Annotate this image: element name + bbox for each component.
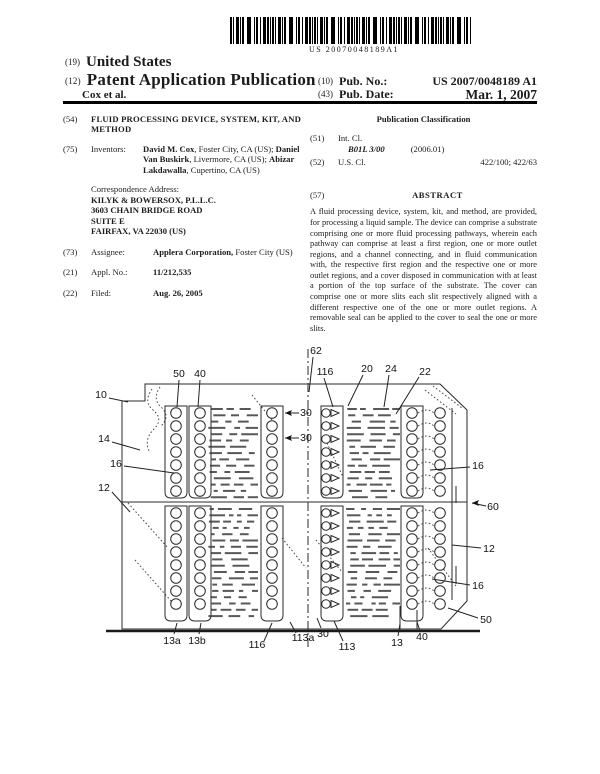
invention-title: FLUID PROCESSING DEVICE, SYSTEM, KIT, AN…: [91, 114, 302, 135]
channel-texture: [208, 408, 400, 618]
int-cl-class-row: B01L 3/00 (2006.01): [310, 144, 537, 154]
inventors-value: David M. Cox, Foster City, CA (US); Dani…: [143, 143, 300, 175]
svg-text:116: 116: [317, 366, 334, 378]
svg-text:50: 50: [173, 368, 185, 380]
int-cl-version: (2006.01): [410, 143, 445, 154]
svg-text:12: 12: [483, 543, 495, 555]
svg-text:13a: 13a: [163, 635, 181, 647]
filed-value: Aug. 26, 2005: [153, 287, 203, 298]
int-cl-field-code: (51): [310, 133, 325, 144]
svg-text:116: 116: [249, 639, 266, 651]
channel-squiggle: [146, 388, 160, 454]
card-outline: [121, 383, 468, 630]
country-name: United States: [86, 54, 172, 70]
document-kind-line: (12) Patent Application Publication: [65, 70, 316, 90]
svg-text:24: 24: [385, 363, 397, 375]
int-cl-class: B01L 3/00: [348, 143, 385, 154]
svg-text:13: 13: [391, 637, 403, 649]
svg-text:20: 20: [361, 363, 373, 375]
well-column-outlines: [164, 405, 424, 622]
svg-text:30: 30: [300, 432, 312, 444]
svg-text:40: 40: [194, 368, 206, 380]
svg-text:14: 14: [98, 433, 110, 445]
correspondence-label: Correspondence Address:: [91, 184, 180, 195]
country-line: (19) United States: [65, 54, 171, 71]
svg-text:113: 113: [339, 641, 356, 653]
svg-text:10: 10: [95, 389, 107, 401]
svg-text:60: 60: [487, 501, 499, 513]
assignee-row: (73) Assignee: Applera Corporation, Fost…: [63, 247, 303, 257]
pub-date-value: Mar. 1, 2007: [465, 87, 538, 102]
abstract-header-row: (57) ABSTRACT: [310, 190, 537, 200]
svg-text:12: 12: [98, 482, 110, 494]
int-cl-row: (51) Int. Cl.: [310, 133, 537, 143]
svg-text:50: 50: [480, 614, 492, 626]
pub-date-line: (43)Pub. Date: Mar. 1, 2007: [318, 87, 537, 103]
assignee-value: Applera Corporation, Foster City (US): [153, 246, 293, 257]
svg-text:16: 16: [472, 580, 484, 592]
pub-no-line: (10)Pub. No.: US 2007/0048189 A1: [318, 74, 537, 89]
publication-classification-header: Publication Classification: [376, 114, 471, 124]
pub-date-label: (43)Pub. Date:: [318, 87, 394, 101]
us-cl-label: U.S. Cl.: [338, 157, 366, 168]
svg-text:30: 30: [300, 407, 312, 419]
filed-label: Filed:: [91, 287, 112, 298]
appl-no-value: 11/212,535: [153, 267, 192, 278]
svg-text:40: 40: [416, 631, 428, 643]
correspondence-block: Correspondence Address: KILYK & BOWERSOX…: [91, 184, 303, 236]
inventors-row: (75) Inventors: David M. Cox, Foster Cit…: [63, 144, 303, 175]
inventors-label: Inventors:: [91, 143, 126, 154]
svg-text:13b: 13b: [188, 635, 206, 647]
kind-code: (12): [65, 76, 81, 86]
header-rule: [63, 101, 537, 104]
biblio-right-column: Publication Classification (51) Int. Cl.…: [310, 114, 537, 334]
inventors-field-code: (75): [63, 143, 78, 154]
pub-no-label: (10)Pub. No.:: [318, 74, 388, 88]
abstract-field-code: (57): [310, 189, 325, 200]
filed-field-code: (22): [63, 287, 78, 298]
correspondence-lines: KILYK & BOWERSOX, P.L.L.C.3603 CHAIN BRI…: [91, 194, 216, 237]
barcode-number: US 20070048189A1: [308, 45, 399, 54]
country-kind-code: (19): [65, 57, 80, 67]
abstract-header: ABSTRACT: [412, 189, 463, 200]
us-cl-value: 422/100; 422/63: [480, 157, 537, 168]
svg-text:62: 62: [310, 345, 322, 357]
svg-text:16: 16: [110, 458, 122, 470]
abstract-text: A fluid processing device, system, kit, …: [310, 207, 537, 333]
us-cl-row: (52) U.S. Cl. 422/100; 422/63: [310, 157, 537, 167]
int-cl-label: Int. Cl.: [338, 133, 363, 144]
svg-text:30: 30: [317, 628, 329, 640]
svg-text:22: 22: [419, 366, 431, 378]
appl-no-row: (21) Appl. No.: 11/212,535: [63, 267, 303, 277]
title-field-code: (54): [63, 114, 78, 124]
appl-no-label: Appl. No.:: [91, 267, 128, 278]
filed-row: (22) Filed: Aug. 26, 2005: [63, 288, 303, 298]
pub-no-value: US 2007/0048189 A1: [432, 74, 537, 88]
svg-text:16: 16: [472, 460, 484, 472]
document-kind: Patent Application Publication: [86, 70, 316, 89]
assignee-label: Assignee:: [91, 246, 125, 257]
author-line: Cox et al.: [82, 89, 127, 101]
svg-text:113a: 113a: [292, 632, 315, 644]
us-cl-field-code: (52): [310, 157, 325, 168]
assignee-field-code: (73): [63, 246, 78, 257]
biblio-left-column: (54) FLUID PROCESSING DEVICE, SYSTEM, KI…: [63, 114, 303, 308]
barcode: [230, 17, 478, 44]
title-row: (54) FLUID PROCESSING DEVICE, SYSTEM, KI…: [63, 114, 303, 135]
appl-no-field-code: (21): [63, 267, 78, 278]
wells: [170, 407, 446, 610]
